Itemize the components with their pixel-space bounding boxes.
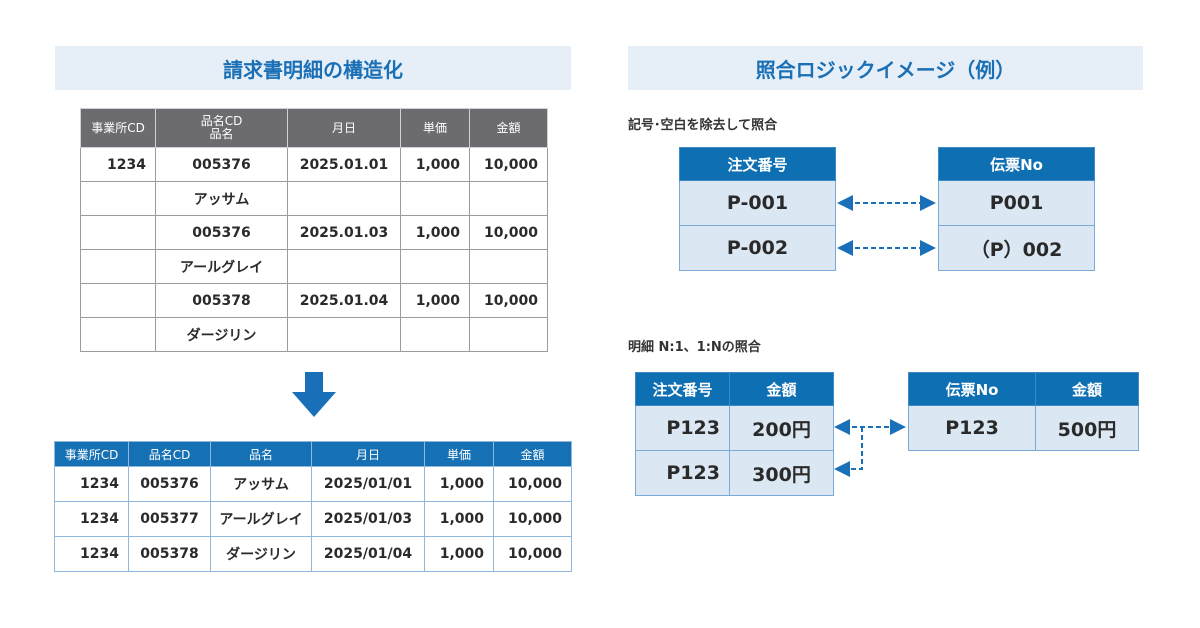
cell: 1,000 — [400, 215, 470, 250]
cell: 005378 — [128, 536, 211, 572]
cell: 1234 — [80, 147, 156, 182]
cell: 005376 — [155, 215, 288, 250]
cell: 1,000 — [400, 283, 470, 318]
cell: P-001 — [679, 180, 836, 226]
cell: 1,000 — [400, 147, 470, 182]
cell: 500円 — [1035, 405, 1139, 451]
cell: P001 — [938, 180, 1095, 226]
cell: アッサム — [210, 466, 312, 502]
cell: 10,000 — [469, 215, 548, 250]
left-title: 請求書明細の構造化 — [55, 46, 571, 90]
cell: 005377 — [128, 501, 211, 537]
cell: 10,000 — [469, 147, 548, 182]
cell: 200円 — [729, 405, 834, 451]
header-cell: 品名 — [210, 441, 312, 467]
cell: 1,000 — [424, 501, 494, 537]
cell: ダージリン — [210, 536, 312, 572]
table-row: ダージリン — [80, 317, 548, 352]
cell: P-002 — [679, 225, 836, 271]
cell: アールグレイ — [155, 249, 288, 284]
cell: 005378 — [155, 283, 288, 318]
cell: 005376 — [155, 147, 288, 182]
cell: P123 — [635, 450, 730, 496]
cell: 2025.01.03 — [287, 215, 401, 250]
cell: 1,000 — [424, 466, 494, 502]
order-number-box: 注文番号 P-001 P-002 — [679, 147, 836, 271]
match-arrow-icon — [834, 427, 863, 477]
cell: 2025.01.04 — [287, 283, 401, 318]
header-cell: 金額 — [469, 108, 548, 148]
header-cell: 事業所CD — [54, 441, 129, 467]
header-cell: 金額 — [493, 441, 572, 467]
cell: 300円 — [729, 450, 834, 496]
header-cell: 月日 — [311, 441, 425, 467]
header-cell: 注文番号 — [679, 147, 836, 181]
cell: 10,000 — [469, 283, 548, 318]
cell: 1234 — [54, 536, 129, 572]
cell: P123 — [908, 405, 1036, 451]
cell: 10,000 — [493, 536, 572, 572]
cell: P123 — [635, 405, 730, 451]
arrow-down-icon — [292, 372, 336, 417]
table-row: アールグレイ — [80, 249, 548, 284]
cell: 1,000 — [424, 536, 494, 572]
table-row: アッサム — [80, 181, 548, 216]
cell: アールグレイ — [210, 501, 312, 537]
header-cell: 月日 — [287, 108, 401, 148]
cell: 2025/01/03 — [311, 501, 425, 537]
cell: （P）002 — [938, 225, 1095, 271]
cell: 2025/01/04 — [311, 536, 425, 572]
cell: ダージリン — [155, 317, 288, 352]
header-cell: 品名CD — [128, 441, 211, 467]
header-cell: 単価 — [400, 108, 470, 148]
header-cell: 伝票No — [908, 372, 1036, 406]
cell: 1234 — [54, 466, 129, 502]
cell — [80, 215, 156, 250]
section2-label: 明細 N:1、1:Nの照合 — [628, 340, 761, 355]
header-cell: 事業所CD — [80, 108, 156, 148]
cell: 1234 — [54, 501, 129, 537]
cell: 2025/01/01 — [311, 466, 425, 502]
header-cell: 注文番号 — [635, 372, 730, 406]
cell: アッサム — [155, 181, 288, 216]
header-cell: 金額 — [1035, 372, 1139, 406]
header-cell: 単価 — [424, 441, 494, 467]
header-cell: 金額 — [729, 372, 834, 406]
cell: 005376 — [128, 466, 211, 502]
right-title: 照合ロジックイメージ（例） — [628, 46, 1143, 90]
cell — [80, 283, 156, 318]
header-cell: 伝票No — [938, 147, 1095, 181]
slip-number-box: 伝票No P001 （P）002 — [938, 147, 1095, 271]
section1-label: 記号･空白を除去して照合 — [628, 118, 778, 133]
cell: 10,000 — [493, 466, 572, 502]
cell: 10,000 — [493, 501, 572, 537]
cell: 2025.01.01 — [287, 147, 401, 182]
